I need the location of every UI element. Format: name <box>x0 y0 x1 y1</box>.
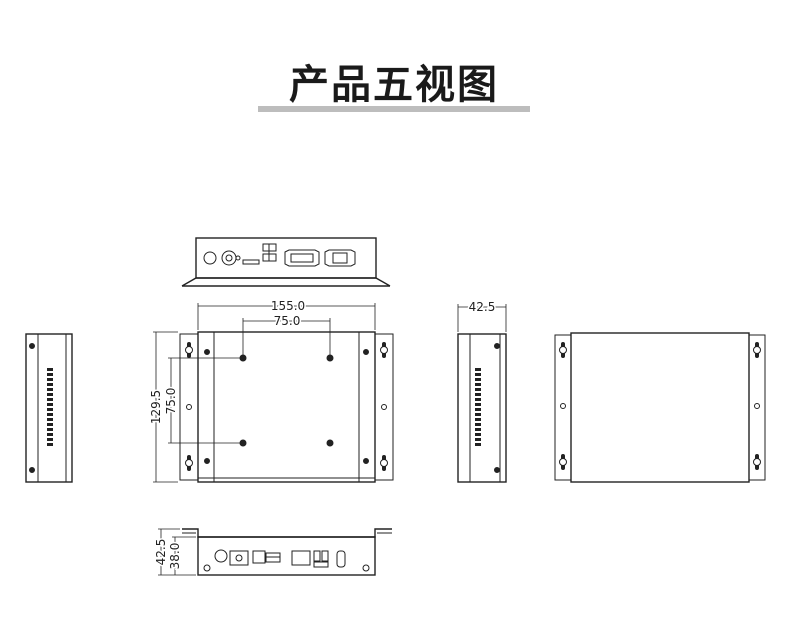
top-view-serial-port <box>324 249 356 267</box>
top-view-round-port <box>203 251 217 265</box>
front-panel-flange <box>182 528 392 538</box>
mount-hole <box>239 354 247 362</box>
title-underline <box>258 106 530 112</box>
top-view-vga-port <box>284 249 320 267</box>
mount-hole <box>239 439 247 447</box>
left-side-view <box>25 333 73 483</box>
front-panel-button <box>336 550 346 568</box>
top-view-card-slot <box>242 259 260 265</box>
mount-hole <box>326 439 334 447</box>
dim-hole-spacing-x: 75.0 <box>274 314 301 328</box>
top-view-body <box>195 237 377 279</box>
dim-depth: 42.5 <box>469 300 496 314</box>
dim-width-total: 155.0 <box>271 299 305 313</box>
mount-hole <box>326 354 334 362</box>
dim-height-total: 129.5 <box>149 390 163 424</box>
right-side-view <box>457 304 507 483</box>
front-view-body <box>197 331 376 483</box>
top-view <box>181 237 391 287</box>
dim-hole-spacing-y: 75.0 <box>164 388 178 415</box>
front-panel-view <box>158 528 392 576</box>
top-view-power-jack <box>221 250 237 266</box>
dim-front-height: 42.5 <box>154 539 168 566</box>
top-view-flange <box>181 277 391 287</box>
dim-front-body-height: 38.0 <box>168 543 182 570</box>
page-title: 产品五视图 <box>289 62 499 108</box>
bottom-view <box>554 332 766 483</box>
front-view <box>153 303 394 483</box>
